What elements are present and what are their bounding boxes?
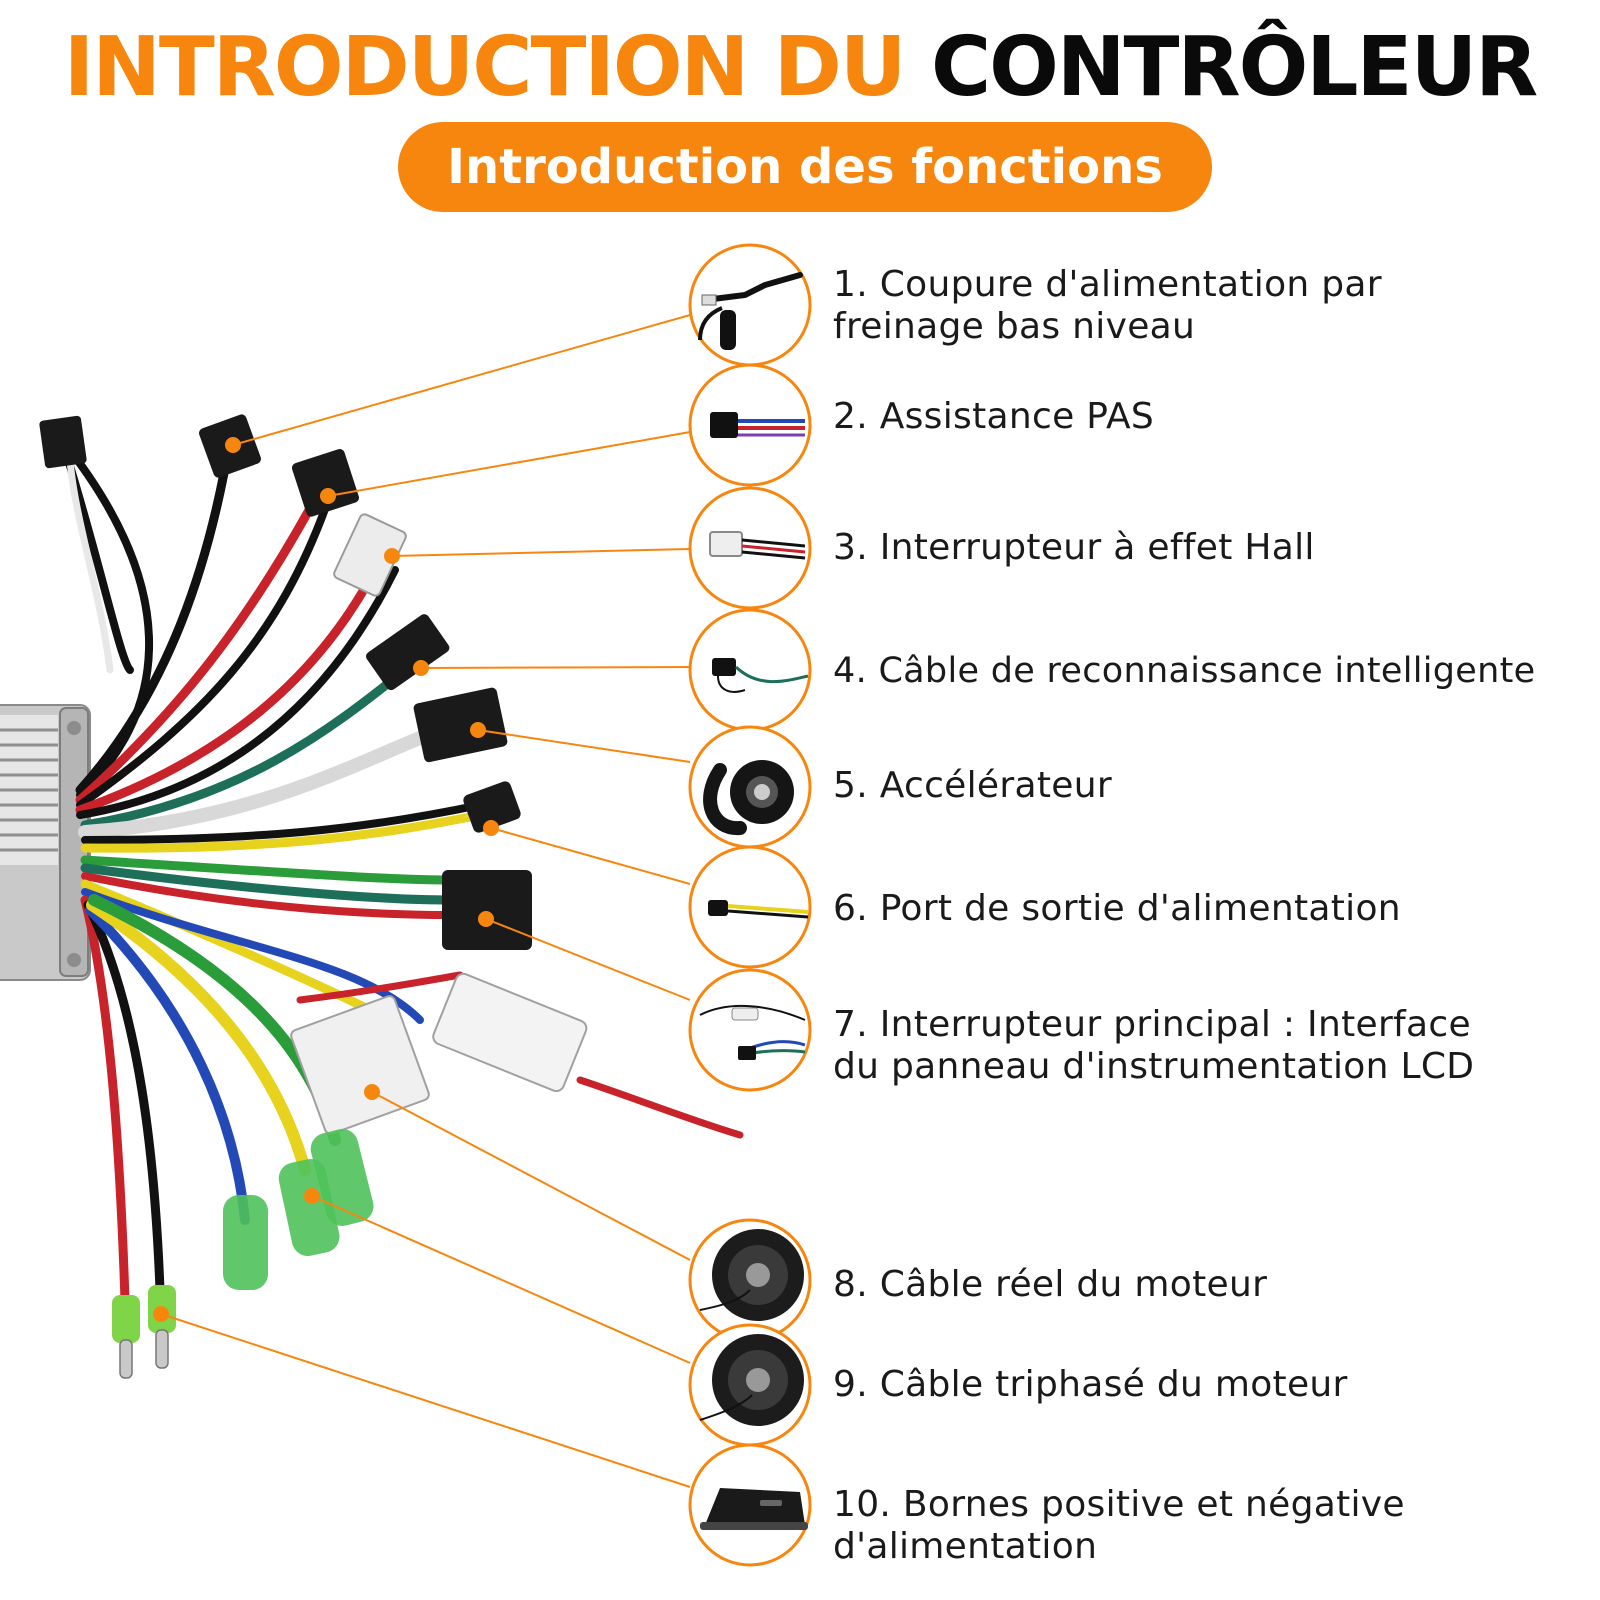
feature-text: Assistance PAS <box>879 396 1155 437</box>
feature-label-10: 10. Bornes positive et négative d'alimen… <box>833 1484 1423 1568</box>
feature-text: Bornes positive et négative d'alimentati… <box>833 1484 1405 1567</box>
page-title: INTRODUCTION DU CONTRÔLEUR <box>0 18 1600 118</box>
feature-number: 1. <box>833 264 868 305</box>
feature-label-6: 6. Port de sortie d'alimentation <box>833 888 1533 930</box>
title-part-2: CONTRÔLEUR <box>931 20 1538 115</box>
feature-icon-circles <box>688 243 812 1567</box>
feature-label-2: 2. Assistance PAS <box>833 396 1533 438</box>
wire-bundle <box>58 435 744 1305</box>
feature-label-9: 9. Câble triphasé du moteur <box>833 1364 1533 1406</box>
feature-number: 2. <box>833 396 868 437</box>
feature-number: 10. <box>833 1484 892 1525</box>
feature-label-5: 5. Accélérateur <box>833 765 1533 807</box>
hub-motor-icon <box>688 1218 812 1342</box>
feature-text: Port de sortie d'alimentation <box>879 888 1401 929</box>
brake-lever-icon <box>688 243 812 367</box>
title-part-1: INTRODUCTION DU <box>63 20 907 115</box>
hall-connector-icon <box>688 486 812 610</box>
power-output-connector-icon <box>688 845 812 969</box>
hub-motor-icon <box>688 1323 812 1447</box>
lcd-interface-cable-icon <box>688 968 812 1092</box>
connectors <box>39 414 588 1379</box>
callout-lines <box>160 314 691 1488</box>
feature-text: Coupure d'alimentation par freinage bas … <box>833 264 1382 347</box>
subtitle-banner: Introduction des fonctions <box>398 122 1212 212</box>
thumb-throttle-icon <box>688 725 812 849</box>
feature-text: Câble de reconnaissance intelligente <box>878 651 1536 691</box>
controller-box <box>0 704 91 981</box>
feature-number: 3. <box>833 527 868 568</box>
pas-connector-icon <box>688 363 812 487</box>
feature-label-8: 8. Câble réel du moteur <box>833 1264 1533 1306</box>
feature-number: 9. <box>833 1364 868 1405</box>
callout-dots <box>153 437 499 1322</box>
feature-text: Câble réel du moteur <box>879 1264 1268 1305</box>
feature-label-4: 4. Câble de reconnaissance intelligente <box>833 650 1593 692</box>
feature-number: 6. <box>833 888 868 929</box>
smart-cable-icon <box>688 608 812 732</box>
battery-icon <box>688 1443 812 1567</box>
feature-label-3: 3. Interrupteur à effet Hall <box>833 527 1533 569</box>
feature-text: Accélérateur <box>879 765 1112 806</box>
feature-number: 4. <box>833 651 867 691</box>
feature-number: 7. <box>833 1004 868 1045</box>
feature-text: Câble triphasé du moteur <box>879 1364 1348 1405</box>
feature-label-7: 7. Interrupteur principal : Interface du… <box>833 1004 1493 1088</box>
feature-number: 5. <box>833 765 868 806</box>
feature-label-1: 1. Coupure d'alimentation par freinage b… <box>833 264 1393 348</box>
feature-text: Interrupteur à effet Hall <box>879 527 1315 568</box>
feature-text: Interrupteur principal : Interface du pa… <box>833 1004 1475 1087</box>
feature-number: 8. <box>833 1264 868 1305</box>
